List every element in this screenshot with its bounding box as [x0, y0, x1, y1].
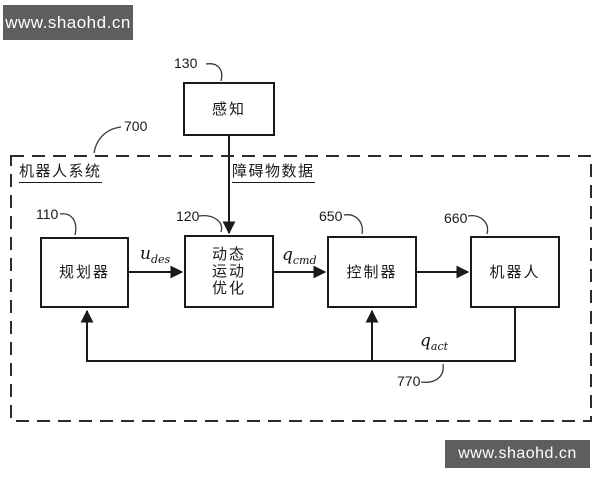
- perception-label: 感知: [211, 100, 246, 118]
- controller-label: 控制器: [346, 263, 398, 281]
- leader-130: [205, 63, 223, 82]
- system-boundary-label: 机器人系统: [19, 160, 102, 183]
- planner-label: 规划器: [58, 264, 110, 281]
- dynopt-label-line3: 优化: [211, 280, 246, 297]
- planner-block: 规划器: [40, 237, 129, 308]
- signal-u-des-sub: des: [150, 253, 171, 266]
- watermark-text-bottom: www.shaohd.cn: [458, 445, 577, 462]
- signal-q-cmd-base: q: [282, 245, 293, 265]
- dynopt-label-line1: 动态: [211, 246, 246, 263]
- perception-block: 感知: [183, 82, 275, 136]
- signal-u-des-base: u: [140, 244, 151, 264]
- robot-block: 机器人: [470, 236, 560, 308]
- dynamic-motion-optimization-block: 动态 运动 优化: [184, 235, 274, 308]
- signal-label-q-cmd: qcmd: [282, 245, 317, 267]
- robot-label: 机器人: [489, 263, 541, 281]
- leader-120: [198, 215, 223, 233]
- signal-q-cmd-sub: cmd: [292, 254, 317, 267]
- watermark-banner-bottom: www.shaohd.cn: [445, 440, 590, 468]
- dynopt-label-line2: 运动: [211, 263, 246, 280]
- ref-number-system: 700: [124, 118, 148, 134]
- watermark-banner-top: www.shaohd.cn: [3, 5, 133, 40]
- signal-q-act-base: q: [420, 331, 431, 351]
- ref-number-controller: 650: [319, 208, 343, 224]
- leader-650: [343, 214, 363, 235]
- signal-label-u-des: udes: [140, 244, 170, 266]
- signal-q-act-sub: act: [430, 340, 449, 353]
- ref-number-robot: 660: [444, 210, 468, 226]
- controller-block: 控制器: [327, 236, 417, 308]
- leader-770: [420, 363, 444, 383]
- ref-number-perception: 130: [174, 55, 198, 71]
- ref-number-planner: 110: [36, 206, 59, 222]
- leader-110: [59, 213, 77, 236]
- leader-700: [93, 126, 122, 154]
- leader-660: [467, 215, 489, 235]
- watermark-text-top: www.shaohd.cn: [5, 12, 131, 32]
- ref-number-dynopt: 120: [176, 208, 200, 224]
- feedback-line-robot-to-planner: [80, 308, 516, 362]
- signal-label-q-act: qact: [420, 331, 448, 353]
- obstacle-data-label: 障碍物数据: [232, 160, 315, 183]
- ref-number-feedback: 770: [397, 373, 421, 389]
